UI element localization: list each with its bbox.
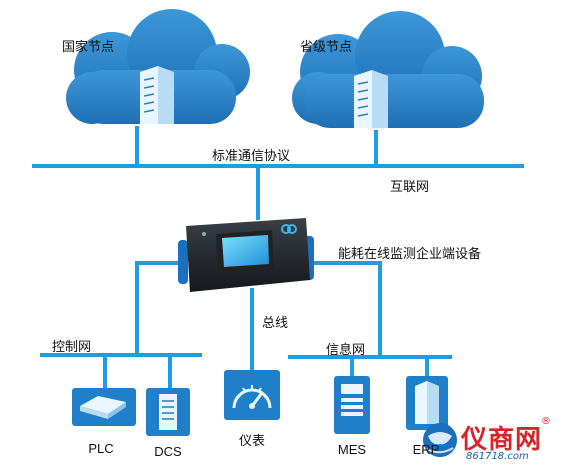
bus-label: 总线: [262, 316, 289, 331]
info-branch-line: [304, 261, 382, 359]
watermark-globe-icon: [423, 423, 457, 457]
network-lines: [32, 126, 524, 392]
gateway-device: [178, 218, 314, 292]
dcs-label: DCS: [154, 444, 182, 459]
erp-label: ERP: [412, 442, 440, 457]
meter-label: 仪表: [238, 433, 265, 448]
server-icon: [140, 66, 174, 124]
mes-label: MES: [337, 442, 367, 457]
erp-server-icon: [406, 376, 448, 430]
national-node-label: 国家节点: [62, 40, 115, 55]
mes-server-icon: [334, 376, 370, 434]
control-net-label: 控制网: [52, 340, 92, 355]
gateway-device-label: 能耗在线监测企业端设备: [338, 247, 482, 262]
meter-icon: [224, 370, 280, 420]
cloud-provincial-node: [292, 11, 484, 128]
plc-label: PLC: [88, 441, 114, 456]
watermark-brand: 仪商网: [461, 425, 543, 455]
dcs-icon: [146, 388, 190, 436]
internet-label: 互联网: [390, 180, 430, 195]
cloud-national-node: [66, 9, 250, 124]
protocol-label: 标准通信协议: [212, 149, 291, 164]
gateway-screen: [222, 235, 269, 267]
plc-icon: [72, 388, 136, 426]
watermark-url: 861718.com: [466, 451, 529, 462]
control-branch-line: [135, 261, 188, 357]
server-icon: [354, 70, 388, 128]
watermark-registered-mark: ®: [541, 416, 551, 427]
provincial-node-label: 省级节点: [300, 40, 353, 55]
info-net-label: 信息网: [326, 343, 366, 358]
